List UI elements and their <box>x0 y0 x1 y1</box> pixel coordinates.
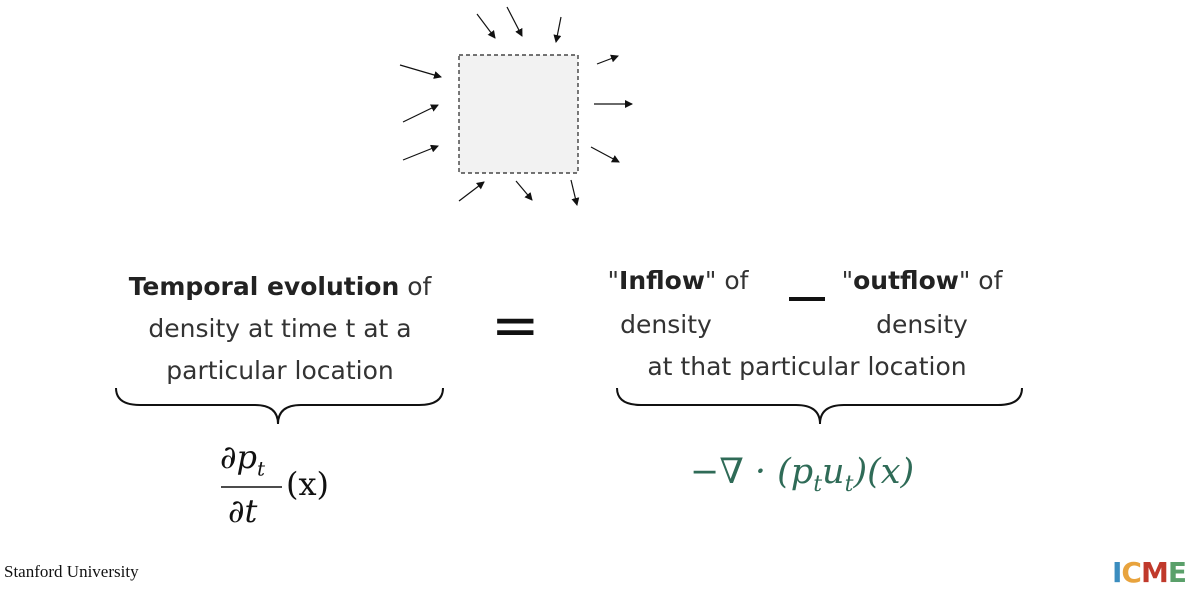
left-formula-denominator: ∂t <box>228 492 257 530</box>
outflow-label: "outflow" of density <box>834 259 1010 347</box>
inflow-bold: Inflow <box>619 266 705 295</box>
partial-p: ∂p <box>220 438 258 476</box>
velocity-u: u <box>822 452 845 492</box>
left-brace <box>115 387 444 425</box>
right-formula: −∇ · (ptut)(x) <box>690 452 914 497</box>
logo-letter: M <box>1140 556 1169 589</box>
inflow-label: "Inflow" of density <box>598 259 758 347</box>
icme-logo: ICME <box>1112 556 1187 589</box>
outflow-of: " of <box>958 266 1003 295</box>
arrow-icon <box>553 16 562 43</box>
control-volume-box <box>458 54 579 174</box>
arrow-icon <box>399 64 442 79</box>
left-formula-numerator: ∂pt <box>220 438 265 480</box>
logo-letter: C <box>1121 556 1142 589</box>
arrow-icon <box>506 6 523 37</box>
shared-location-line: at that particular location <box>647 352 967 381</box>
logo-letter: E <box>1167 556 1187 589</box>
formula-suffix: )(x) <box>853 452 915 492</box>
inflow-density: density <box>620 310 712 339</box>
institution-name: Stanford University <box>4 562 139 581</box>
outflow-bold: outflow <box>853 266 959 295</box>
logo-letter: I <box>1112 556 1122 589</box>
arrow-icon <box>596 54 619 65</box>
arrow-icon <box>458 181 485 202</box>
partial-t: ∂t <box>228 492 258 530</box>
subscript-t-1: t <box>813 472 823 497</box>
left-label: Temporal evolution of density at time t … <box>110 266 450 392</box>
left-formula-arg: (x) <box>286 465 330 503</box>
inflow-quote: " <box>607 266 620 295</box>
left-label-line1: Temporal evolution of <box>110 266 450 308</box>
arrow-icon <box>570 179 580 206</box>
equals-sign: = <box>491 291 540 359</box>
minus-sign <box>789 297 825 301</box>
arrow-icon <box>515 180 533 201</box>
arrow-icon <box>402 144 439 161</box>
subscript-t: t <box>257 456 266 481</box>
subscript-t-2: t <box>844 472 854 497</box>
arrow-icon <box>402 104 439 123</box>
left-label-line3: particular location <box>166 356 394 385</box>
left-label-line2: density at time t at a <box>148 314 412 343</box>
divergence-prefix: −∇ · (p <box>690 452 814 492</box>
left-label-of: of <box>399 272 432 301</box>
outflow-density: density <box>876 310 968 339</box>
outflow-quote: " <box>841 266 854 295</box>
arrow-icon <box>590 146 620 163</box>
arrow-icon <box>476 13 496 39</box>
temporal-evolution-bold: Temporal evolution <box>128 272 400 301</box>
inflow-of: " of <box>704 266 749 295</box>
right-brace <box>616 387 1023 425</box>
